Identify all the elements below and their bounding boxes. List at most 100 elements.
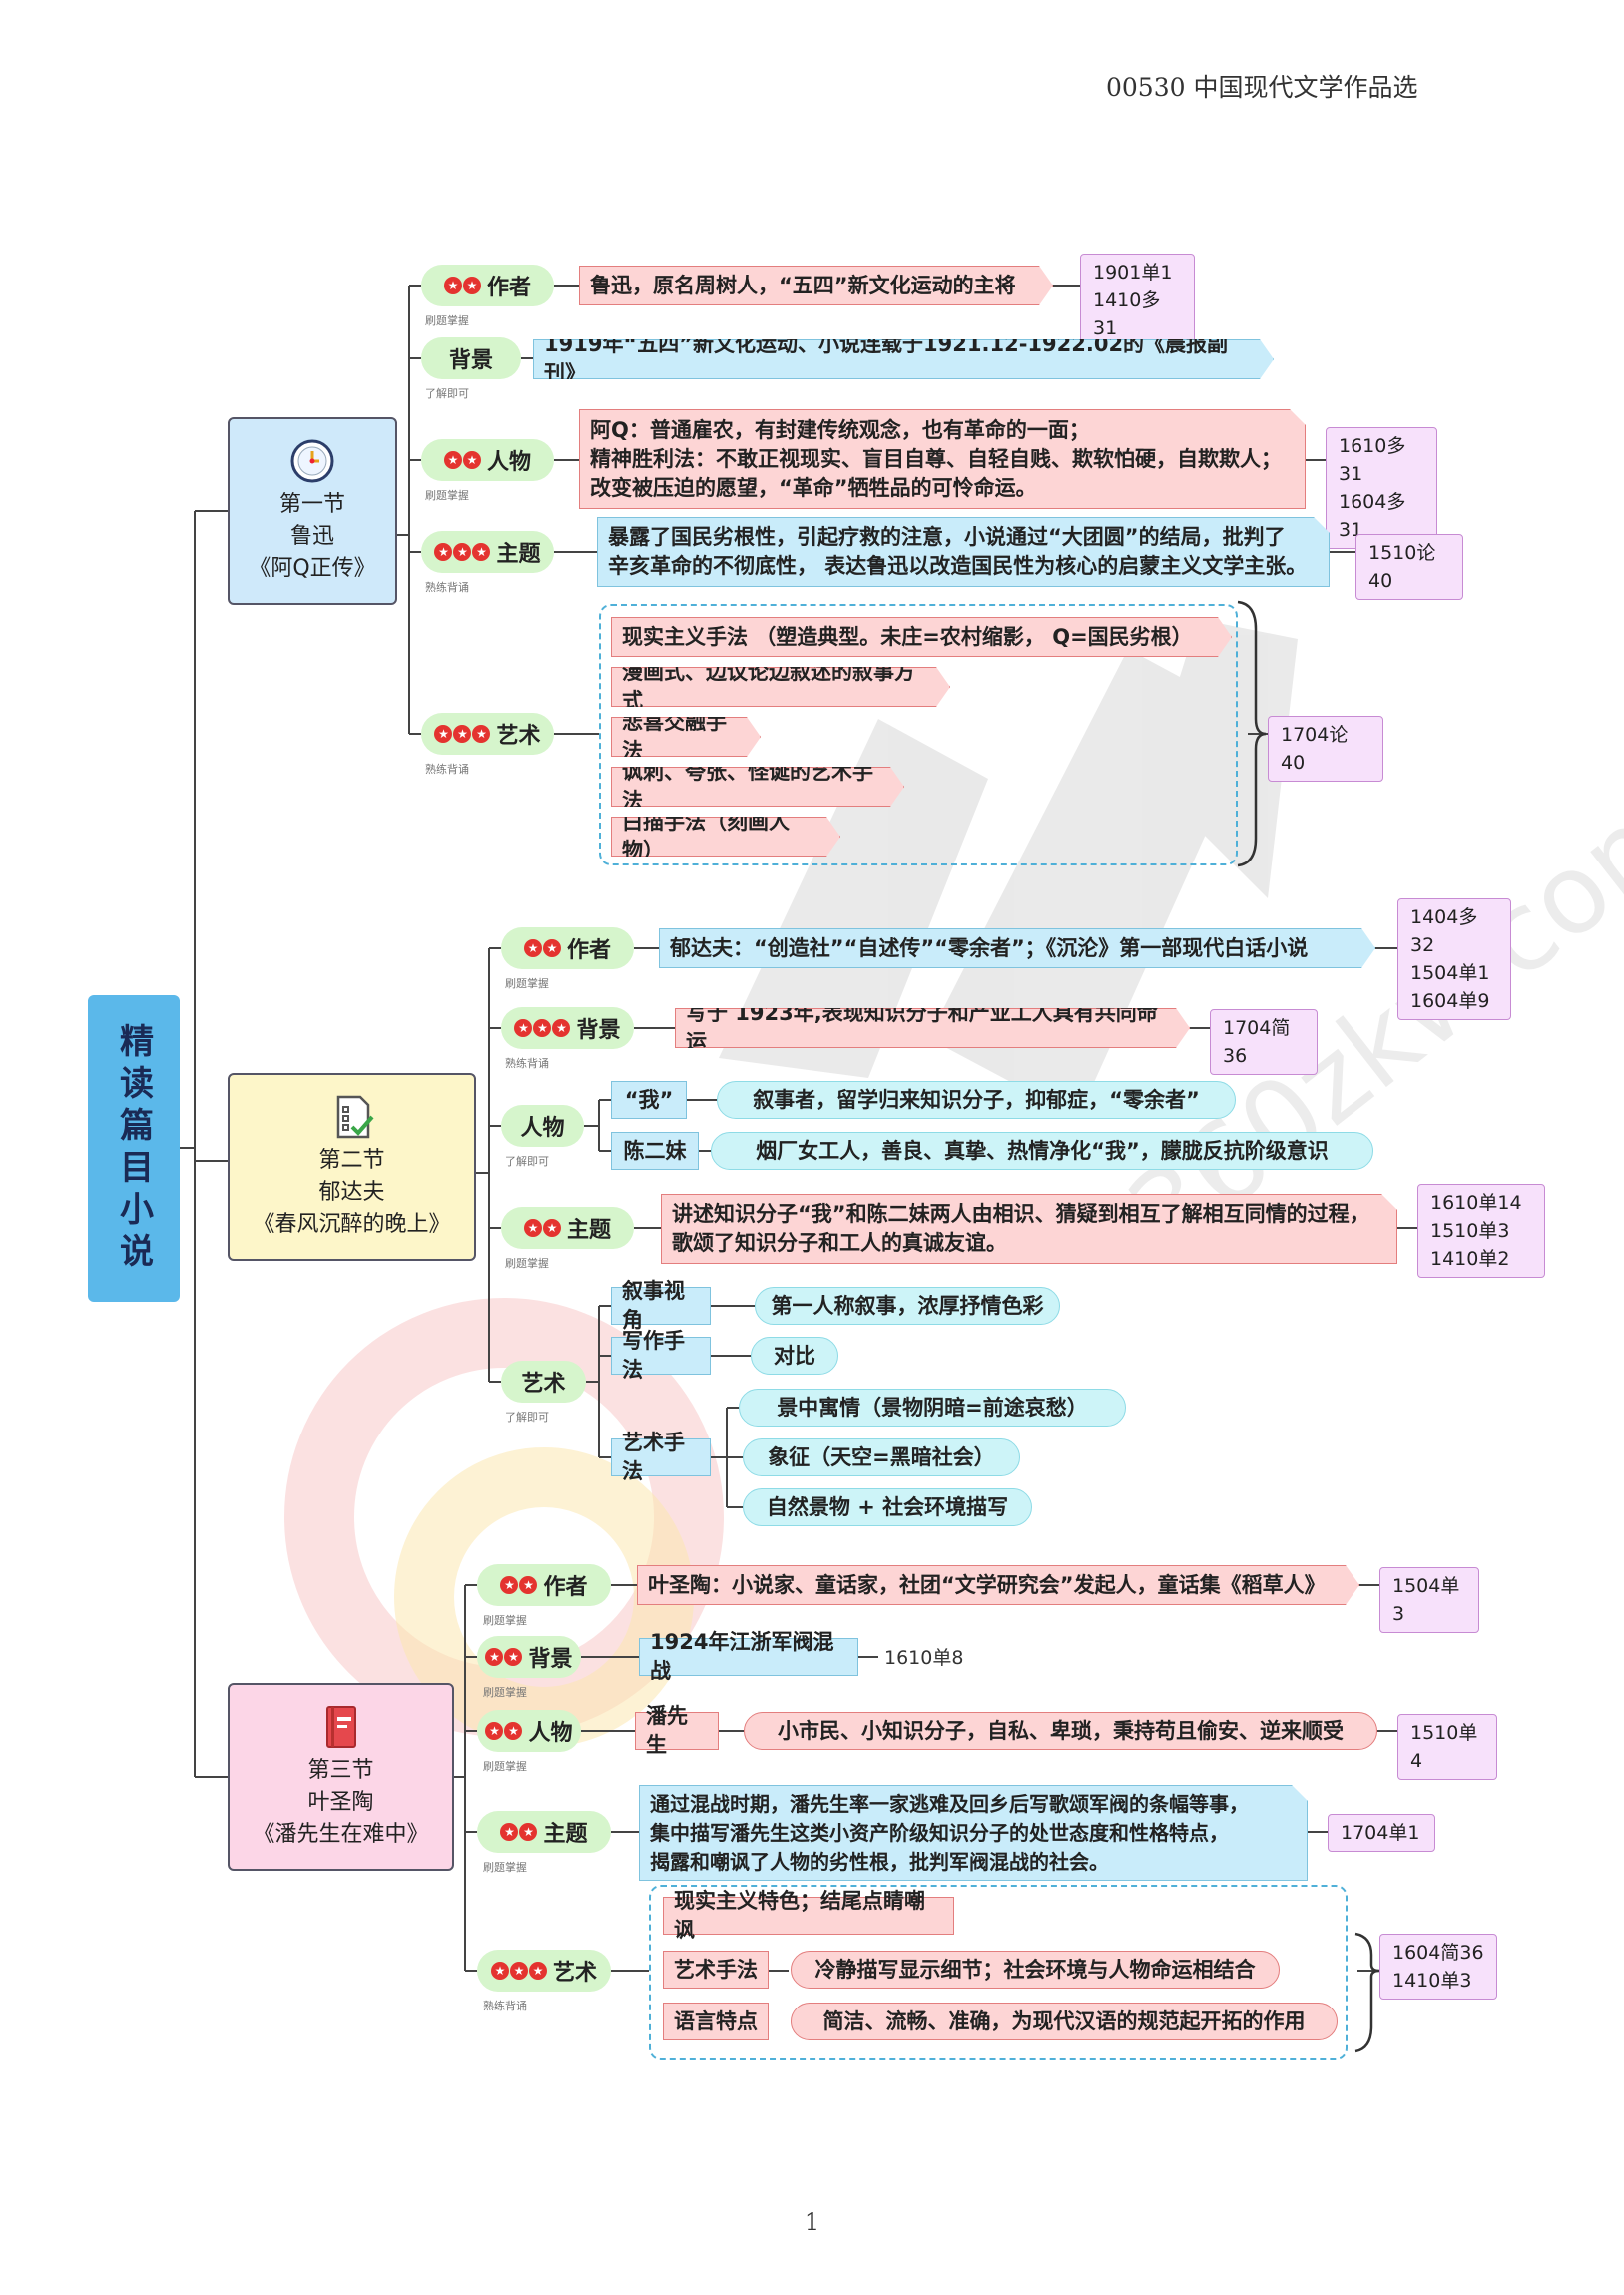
s1-character-label[interactable]: ★★ 人物: [421, 439, 554, 481]
star-rating-icon: ★★★: [514, 1019, 571, 1037]
s1-art-level: 熟练背诵: [425, 763, 469, 776]
s1-art-item: 白描手法（刻画人物）: [611, 817, 840, 857]
ref-code: 1604单9: [1410, 990, 1490, 1012]
s2-character-sub-name: 陈二妹: [611, 1132, 699, 1170]
section-2-author: 郁达夫: [318, 1180, 385, 1205]
s1-background-text: 1919年“五四”新文化运动、小说连载于1921.12-1922.02的《晨报副…: [533, 339, 1274, 379]
text-line: 辛亥革命的不彻底性， 表达鲁迅以改造国民性为核心的启蒙主义文学主张。: [608, 554, 1308, 578]
section-3-node[interactable]: 第三节 叶圣陶 《潘先生在难中》: [228, 1683, 454, 1871]
s2-art-label[interactable]: 艺术: [501, 1361, 586, 1403]
ref-code: 1404多32: [1410, 906, 1478, 956]
star-rating-icon: ★★: [500, 1823, 538, 1841]
ref-code: 1410多31: [1093, 289, 1161, 339]
checklist-icon: [336, 1095, 374, 1139]
s3-author-label[interactable]: ★★ 作者: [477, 1564, 611, 1606]
page-header: 00530 中国现代文学作品选: [1106, 73, 1418, 102]
page-number: 1: [804, 2208, 820, 2236]
s3-theme-label[interactable]: ★★ 主题: [477, 1811, 611, 1853]
s1-art-item: 漫画式、边议论边叙述的叙事方式: [611, 667, 950, 707]
s1-character-level: 刷题掌握: [425, 489, 469, 502]
ref-code: 1510单3: [1430, 1220, 1510, 1242]
star-rating-icon: ★★: [523, 939, 561, 957]
star-rating-icon: ★★: [485, 1722, 523, 1740]
s2-author-text: 郁达夫：“创造社”“自述传”“零余者”；《沉沦》第一部现代白话小说: [659, 928, 1375, 968]
root-node: 精读篇目小说: [88, 995, 180, 1302]
ref-code: 1704简36: [1223, 1017, 1291, 1067]
s2-theme-label[interactable]: ★★ 主题: [501, 1207, 634, 1249]
s2-character-sub-name: “我”: [611, 1081, 687, 1119]
s2-art-sub-desc: 第一人称叙事，浓厚抒情色彩: [755, 1287, 1060, 1325]
s2-theme-text: 讲述知识分子“我”和陈二妹两人由相识、猜疑到相互了解相互同情的过程， 歌颂了知识…: [661, 1194, 1397, 1264]
ref-code: 1704单1: [1341, 1822, 1420, 1844]
s3-theme-text: 通过混战时期，潘先生率一家逃难及回乡后写歌颂军阀的条幅等事， 集中描写潘先生这类…: [639, 1785, 1308, 1881]
section-2-node[interactable]: 第二节 郁达夫 《春风沉醉的晚上》: [228, 1073, 476, 1261]
s1-background-label[interactable]: 背景: [421, 337, 521, 379]
s3-art-item: 现实主义特色；结尾点睛嘲讽: [663, 1889, 954, 1942]
s1-author-text: 鲁迅，原名周树人，“五四”新文化运动的主将: [579, 266, 1053, 305]
ref-code: 1410单2: [1430, 1248, 1510, 1270]
s1-art-label[interactable]: ★★★ 艺术: [421, 713, 554, 755]
s3-character-sub-name: 潘先生: [635, 1704, 719, 1757]
s2-author-refs: 1404多32 1504单1 1604单9: [1397, 898, 1511, 1020]
text-line: 集中描写潘先生这类小资产阶级知识分子的处世态度和性格特点，: [650, 1820, 1229, 1845]
text-line: 精神胜利法：不敢正视现实、盲目自尊、自轻自贱、欺软怕硬，自欺欺人；: [590, 446, 1282, 471]
s3-background-refs: 1610单8: [884, 1647, 964, 1669]
s2-art-sub-desc: 象征（天空=黑暗社会）: [743, 1438, 1020, 1476]
text-line: 阿Q：普通雇农，有封建传统观念，也有革命的一面；: [590, 417, 1090, 442]
star-rating-icon: ★★: [523, 1219, 561, 1237]
s2-character-sub-desc: 叙事者，留学归来知识分子，抑郁症，“零余者”: [717, 1081, 1236, 1119]
star-rating-icon: ★★: [500, 1576, 538, 1594]
s1-background-level: 了解即可: [425, 387, 469, 400]
s1-author-label[interactable]: ★★ 作者: [421, 265, 554, 306]
s2-author-level: 刷题掌握: [505, 977, 549, 990]
s3-art-sub-name: 艺术手法: [663, 1951, 769, 1989]
s3-character-refs: 1510单4: [1397, 1714, 1497, 1780]
s2-art-sub-desc: 自然景物 + 社会环境描写: [743, 1488, 1032, 1526]
star-rating-icon: ★★: [485, 1648, 523, 1666]
s3-art-sub-desc: 冷静描写显示细节；社会环境与人物命运相结合: [791, 1951, 1280, 1989]
s3-character-label[interactable]: ★★ 人物: [477, 1710, 581, 1752]
s1-theme-level: 熟练背诵: [425, 581, 469, 594]
s3-background-label[interactable]: ★★ 背景: [477, 1636, 581, 1678]
s1-theme-label[interactable]: ★★★ 主题: [421, 531, 554, 573]
s2-art-level: 了解即可: [505, 1411, 549, 1424]
s1-art-item: 讽刺、夸张、怪诞的艺术手法: [611, 767, 904, 807]
ref-code: 1504单1: [1410, 962, 1490, 984]
section-3-number: 第三节: [307, 1758, 374, 1783]
s2-background-refs: 1704简36: [1210, 1009, 1318, 1075]
ref-code: 1510单4: [1410, 1722, 1478, 1772]
text-line: 歌颂了知识分子和工人的真诚友谊。: [672, 1231, 1007, 1255]
section-1-number: 第一节: [278, 492, 345, 517]
s2-character-label[interactable]: 人物: [501, 1105, 584, 1147]
s3-art-label[interactable]: ★★★ 艺术: [477, 1950, 611, 1992]
s1-art-refs: 1704论40: [1268, 716, 1383, 782]
ref-code: 1604多31: [1339, 491, 1406, 541]
s2-character-sub-desc: 烟厂女工人，善良、真挚、热情净化“我”，朦胧反抗阶级意识: [711, 1132, 1373, 1170]
s2-background-text: 写于 1923年,表现知识分子和产业工人具有共同命运: [675, 1008, 1190, 1048]
s2-theme-level: 刷题掌握: [505, 1257, 549, 1270]
star-rating-icon: ★★★: [434, 543, 491, 561]
s3-theme-refs: 1704单1: [1328, 1814, 1435, 1852]
s3-art-refs: 1604简36 1410单3: [1379, 1934, 1497, 2000]
s2-author-label[interactable]: ★★ 作者: [501, 927, 634, 969]
s1-character-text: 阿Q：普通雇农，有封建传统观念，也有革命的一面； 精神胜利法：不敢正视现实、盲目…: [579, 409, 1306, 509]
s1-author-level: 刷题掌握: [425, 314, 469, 327]
s3-character-level: 刷题掌握: [483, 1760, 527, 1773]
s2-art-sub-name: 写作手法: [611, 1329, 711, 1382]
s1-art-item: 现实主义手法 （塑造典型。未庄=农村缩影， Q=国民劣根）: [611, 617, 1232, 657]
s3-background-level: 刷题掌握: [483, 1686, 527, 1699]
s1-theme-text: 暴露了国民劣根性，引起疗救的注意，小说通过“大团圆”的结局，批判了 辛亥革命的不…: [597, 517, 1330, 587]
s2-theme-refs: 1610单14 1510单3 1410单2: [1417, 1184, 1545, 1278]
section-1-node[interactable]: 第一节 鲁迅 《阿Q正传》: [228, 417, 397, 605]
s3-character-text: 小市民、小知识分子，自私、卑琐，秉持苟且偷安、逆来顺受: [744, 1712, 1377, 1750]
section-3-work: 《潘先生在难中》: [253, 1822, 429, 1847]
star-rating-icon: ★★: [443, 277, 481, 294]
section-2-number: 第二节: [318, 1148, 385, 1173]
ref-code: 1610单14: [1430, 1192, 1522, 1214]
ref-code: 1604简36: [1392, 1942, 1484, 1964]
s3-author-text: 叶圣陶：小说家、童话家，社团“文学研究会”发起人，童话集《稻草人》: [637, 1565, 1359, 1605]
s2-character-level: 了解即可: [505, 1155, 549, 1168]
clock-icon: [290, 439, 334, 483]
s3-background-text: 1924年江浙军阀混战: [639, 1630, 858, 1683]
s2-background-label[interactable]: ★★★ 背景: [501, 1007, 634, 1049]
